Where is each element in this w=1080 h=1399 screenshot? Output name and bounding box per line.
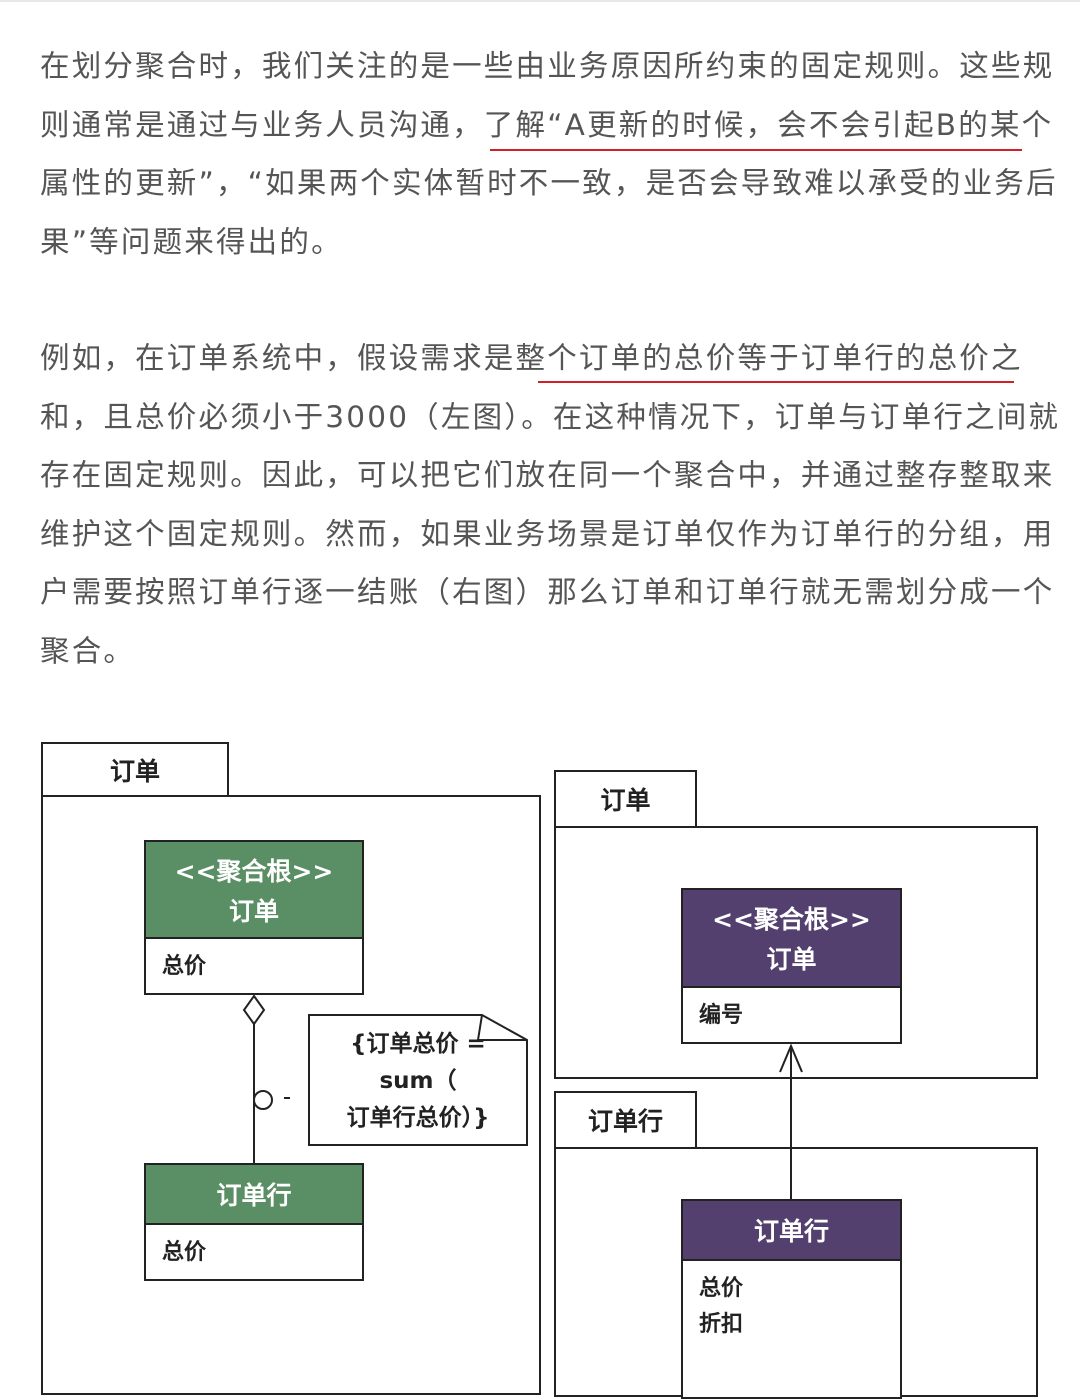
- left-diagram-connectors: [242, 994, 528, 1163]
- paragraph-line: 例如，在订单系统中，假设需求是整个订单的总价等于订单行的总价之: [40, 341, 1023, 375]
- constraint-note: {订单总价 = sum（ 订单行总价）}: [309, 1026, 527, 1137]
- note-line: 订单行总价）}: [346, 1105, 490, 1131]
- paragraph-line: 存在固定规则。因此，可以把它们放在同一个聚合中，并通过整存整取来: [40, 458, 1055, 492]
- paragraph-line: 属性的更新”，“如果两个实体暂时不一致，是否会导致难以承受的业务后: [40, 166, 1058, 200]
- class-name: 订单行: [216, 1181, 292, 1210]
- paragraph-line: 则通常是通过与业务人员沟通，了解“A更新的时候，会不会引起B的某个: [40, 107, 1054, 142]
- attribute: 总价: [162, 954, 207, 979]
- class-attributes: 总价: [146, 939, 362, 985]
- note-line: {订单总价 =: [350, 1031, 486, 1057]
- attribute: 编号: [699, 1003, 744, 1028]
- attribute: 总价: [162, 1240, 207, 1265]
- paragraph-line: 聚合。: [40, 633, 136, 668]
- paragraph-line: 户需要按照订单行逐一结账（右图）那么订单和订单行就无需划分成一个: [40, 575, 1055, 609]
- stereotype-label: <<聚合根>>: [174, 856, 334, 886]
- constraint-note-shape: [308, 1014, 528, 1146]
- paragraph-line: 维护这个固定规则。然而，如果业务场景是订单仅作为订单行的分组，用: [40, 516, 1055, 551]
- constraint-anchor-icon: [253, 1090, 273, 1110]
- class-name: 订单: [228, 896, 279, 926]
- class-name: 订单行: [753, 1217, 829, 1246]
- highlight-underline: [538, 381, 1014, 383]
- attribute: 折扣: [699, 1312, 744, 1337]
- paragraph-line: 和，且总价必须小于3000（左图）。在这种情况下，订单与订单行之间就: [40, 399, 1061, 434]
- note-line: sum（: [379, 1068, 457, 1094]
- class-header: 订单行: [683, 1201, 900, 1261]
- package-tab-order-line: 订单行: [554, 1091, 697, 1149]
- class-order-line: 订单行 总价: [144, 1163, 364, 1281]
- class-order-line: 订单行 总价 折扣: [681, 1199, 902, 1399]
- class-header: <<聚合根>> 订单: [683, 890, 900, 988]
- class-attributes: 总价 折扣: [683, 1261, 900, 1343]
- paragraph-2: 例如，在订单系统中，假设需求是整个订单的总价等于订单行的总价之 和，且总价必须小…: [40, 329, 1061, 680]
- aggregation-diamond-icon: [242, 994, 266, 1026]
- attribute: 总价: [699, 1276, 744, 1301]
- top-divider: [0, 0, 1080, 2]
- highlight-underline: [490, 149, 1022, 151]
- note-fold-icon: [476, 1014, 527, 1041]
- paragraph-line: 果”等问题来得出的。: [40, 224, 343, 259]
- class-order-root: <<聚合根>> 订单 编号: [681, 888, 902, 1044]
- package-tab-order: 订单: [554, 770, 697, 828]
- class-name: 订单: [766, 945, 817, 974]
- arrowhead-icon: [779, 1043, 803, 1073]
- paragraph-1: 在划分聚合时，我们关注的是一些由业务原因所约束的固定规则。这些规 则通常是通过与…: [40, 37, 1058, 271]
- class-order-root: <<聚合根>> 订单 总价: [144, 840, 364, 995]
- package-tab-order: 订单: [41, 742, 229, 797]
- stereotype-label: <<聚合根>>: [712, 905, 871, 934]
- class-attributes: 编号: [683, 988, 900, 1034]
- class-header: 订单行: [146, 1165, 362, 1225]
- class-attributes: 总价: [146, 1225, 362, 1271]
- class-header: <<聚合根>> 订单: [146, 842, 362, 939]
- paragraph-line: 在划分聚合时，我们关注的是一些由业务原因所约束的固定规则。这些规: [40, 49, 1055, 83]
- right-diagram-connectors: [779, 1043, 803, 1199]
